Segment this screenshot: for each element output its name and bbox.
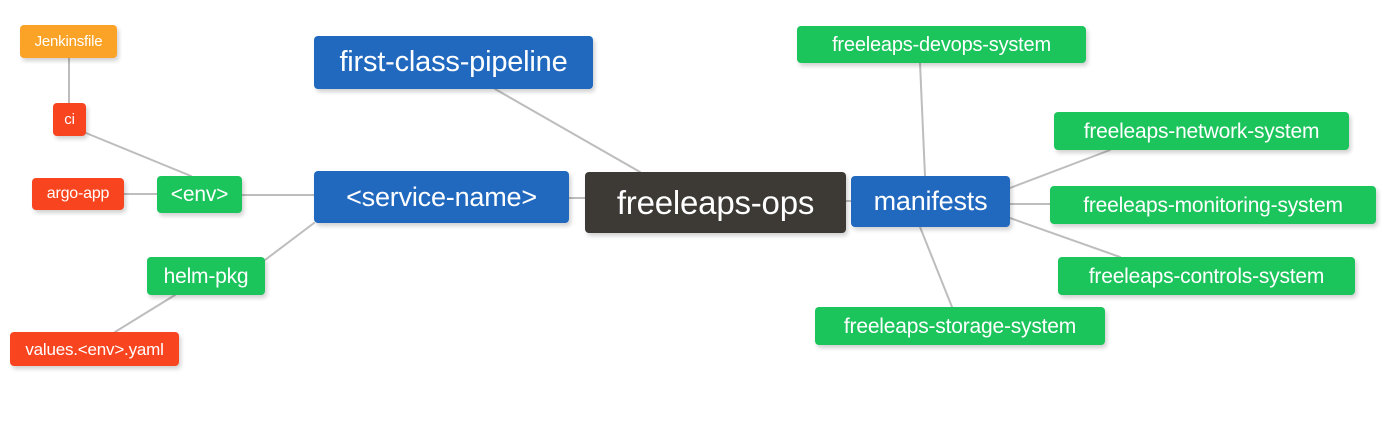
node-helm-pkg[interactable]: helm-pkg [147, 257, 265, 295]
edge-manifests-to-freeleaps-network-system [1009, 149, 1111, 189]
edge-first-class-pipeline-to-freeleaps-ops [494, 88, 641, 173]
node-manifests[interactable]: manifests [851, 176, 1010, 227]
node-env[interactable]: <env> [157, 176, 242, 213]
edge-service-name-to-helm-pkg [264, 222, 315, 261]
node-service-name[interactable]: <service-name> [314, 171, 569, 223]
node-freeleaps-monitoring-system[interactable]: freeleaps-monitoring-system [1050, 186, 1376, 224]
node-first-class-pipeline[interactable]: first-class-pipeline [314, 36, 593, 89]
node-jenkinsfile[interactable]: Jenkinsfile [20, 25, 117, 58]
node-freeleaps-controls-system[interactable]: freeleaps-controls-system [1058, 257, 1355, 295]
node-ci[interactable]: ci [53, 103, 86, 136]
node-values-env-yaml[interactable]: values.<env>.yaml [10, 332, 179, 366]
node-argo-app[interactable]: argo-app [32, 178, 124, 210]
node-freeleaps-storage-system[interactable]: freeleaps-storage-system [815, 307, 1105, 345]
edge-manifests-to-freeleaps-devops-system [919, 62, 926, 177]
edge-manifests-to-freeleaps-storage-system [919, 226, 953, 308]
edge-helm-pkg-to-values-env-yaml [114, 294, 176, 333]
node-freeleaps-ops[interactable]: freeleaps-ops [585, 172, 846, 233]
node-freeleaps-devops-system[interactable]: freeleaps-devops-system [797, 26, 1086, 63]
edge-ci-to-env [85, 132, 192, 177]
node-freeleaps-network-system[interactable]: freeleaps-network-system [1054, 112, 1349, 150]
